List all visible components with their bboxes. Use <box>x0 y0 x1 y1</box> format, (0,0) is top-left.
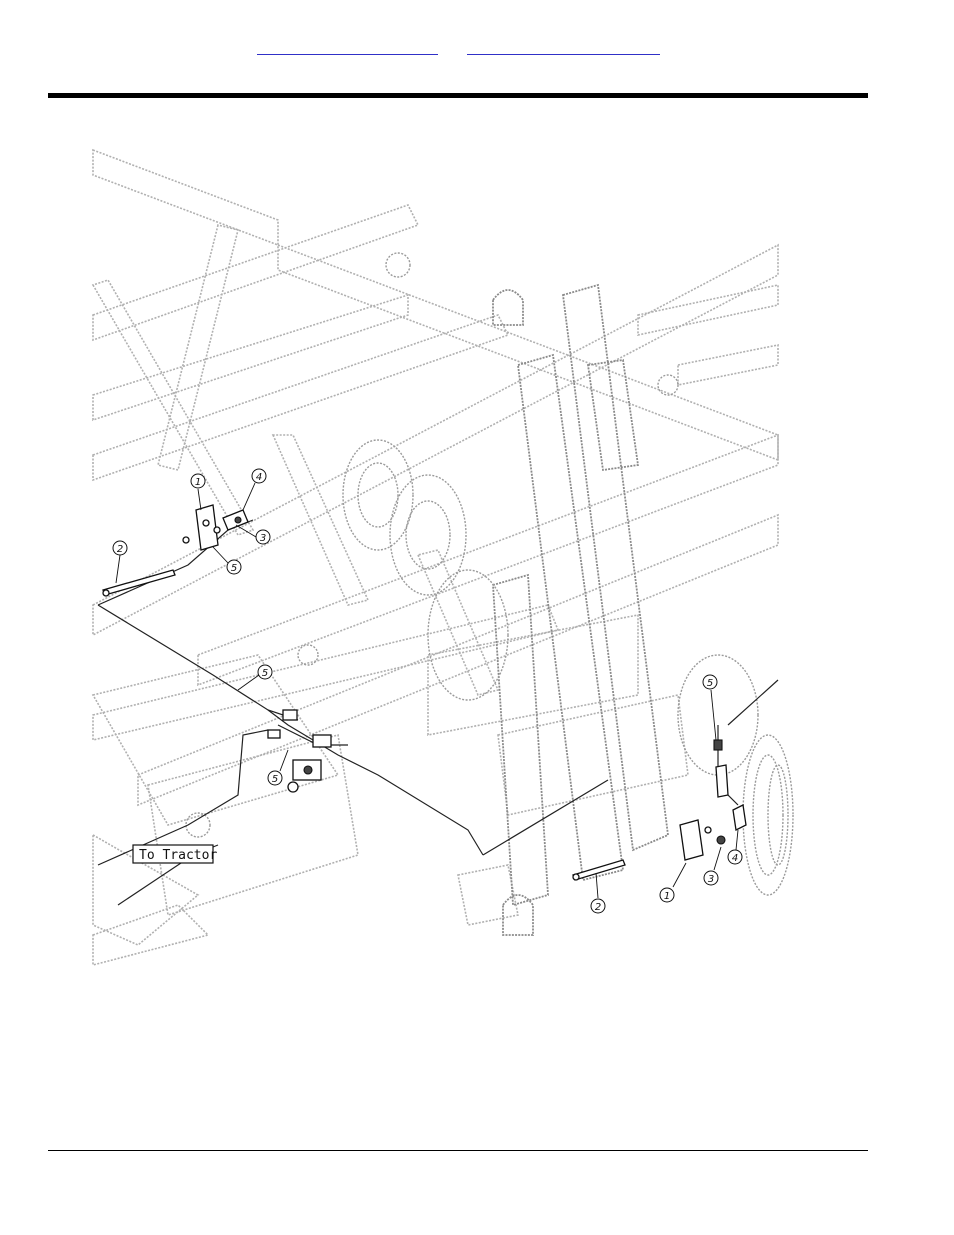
to-tractor-label: To Tractor <box>133 845 217 863</box>
right-bracket-assembly <box>573 740 746 880</box>
callout-right-5: 5 <box>703 675 717 740</box>
callout-left-5b-label: 5 <box>262 668 268 679</box>
callout-left-1: 1 <box>191 474 205 510</box>
callout-right-5-label: 5 <box>707 678 713 689</box>
callout-left-2-label: 2 <box>117 544 123 555</box>
callout-right-3: 3 <box>704 847 721 885</box>
callout-left-3-label: 3 <box>260 533 266 544</box>
callout-left-5a-label: 5 <box>231 563 237 574</box>
callout-left-2: 2 <box>113 541 127 583</box>
header-rule <box>48 93 868 98</box>
callout-right-3-label: 3 <box>708 874 714 885</box>
callout-right-2: 2 <box>591 873 605 913</box>
header-link-1[interactable] <box>257 44 438 55</box>
callout-left-1-label: 1 <box>195 477 201 488</box>
header-link-2[interactable] <box>467 44 660 55</box>
callout-right-4: 4 <box>728 830 742 864</box>
callout-left-5c: 5 <box>268 750 288 785</box>
callout-right-2-label: 2 <box>595 902 601 913</box>
callout-left-5a: 5 <box>213 547 241 574</box>
callout-right-1: 1 <box>660 863 686 902</box>
to-tractor-text: To Tractor <box>139 848 217 863</box>
callout-left-5b: 5 <box>238 665 272 690</box>
callout-left-4: 4 <box>243 469 266 510</box>
callout-right-4-label: 4 <box>732 853 738 864</box>
callout-left-5c-label: 5 <box>272 774 278 785</box>
callout-right-1-label: 1 <box>664 891 670 902</box>
callout-left-4-label: 4 <box>256 472 262 483</box>
footer-rule <box>48 1150 868 1151</box>
parts-diagram: To Tractor 1 2 3 4 5 <box>78 135 798 1080</box>
